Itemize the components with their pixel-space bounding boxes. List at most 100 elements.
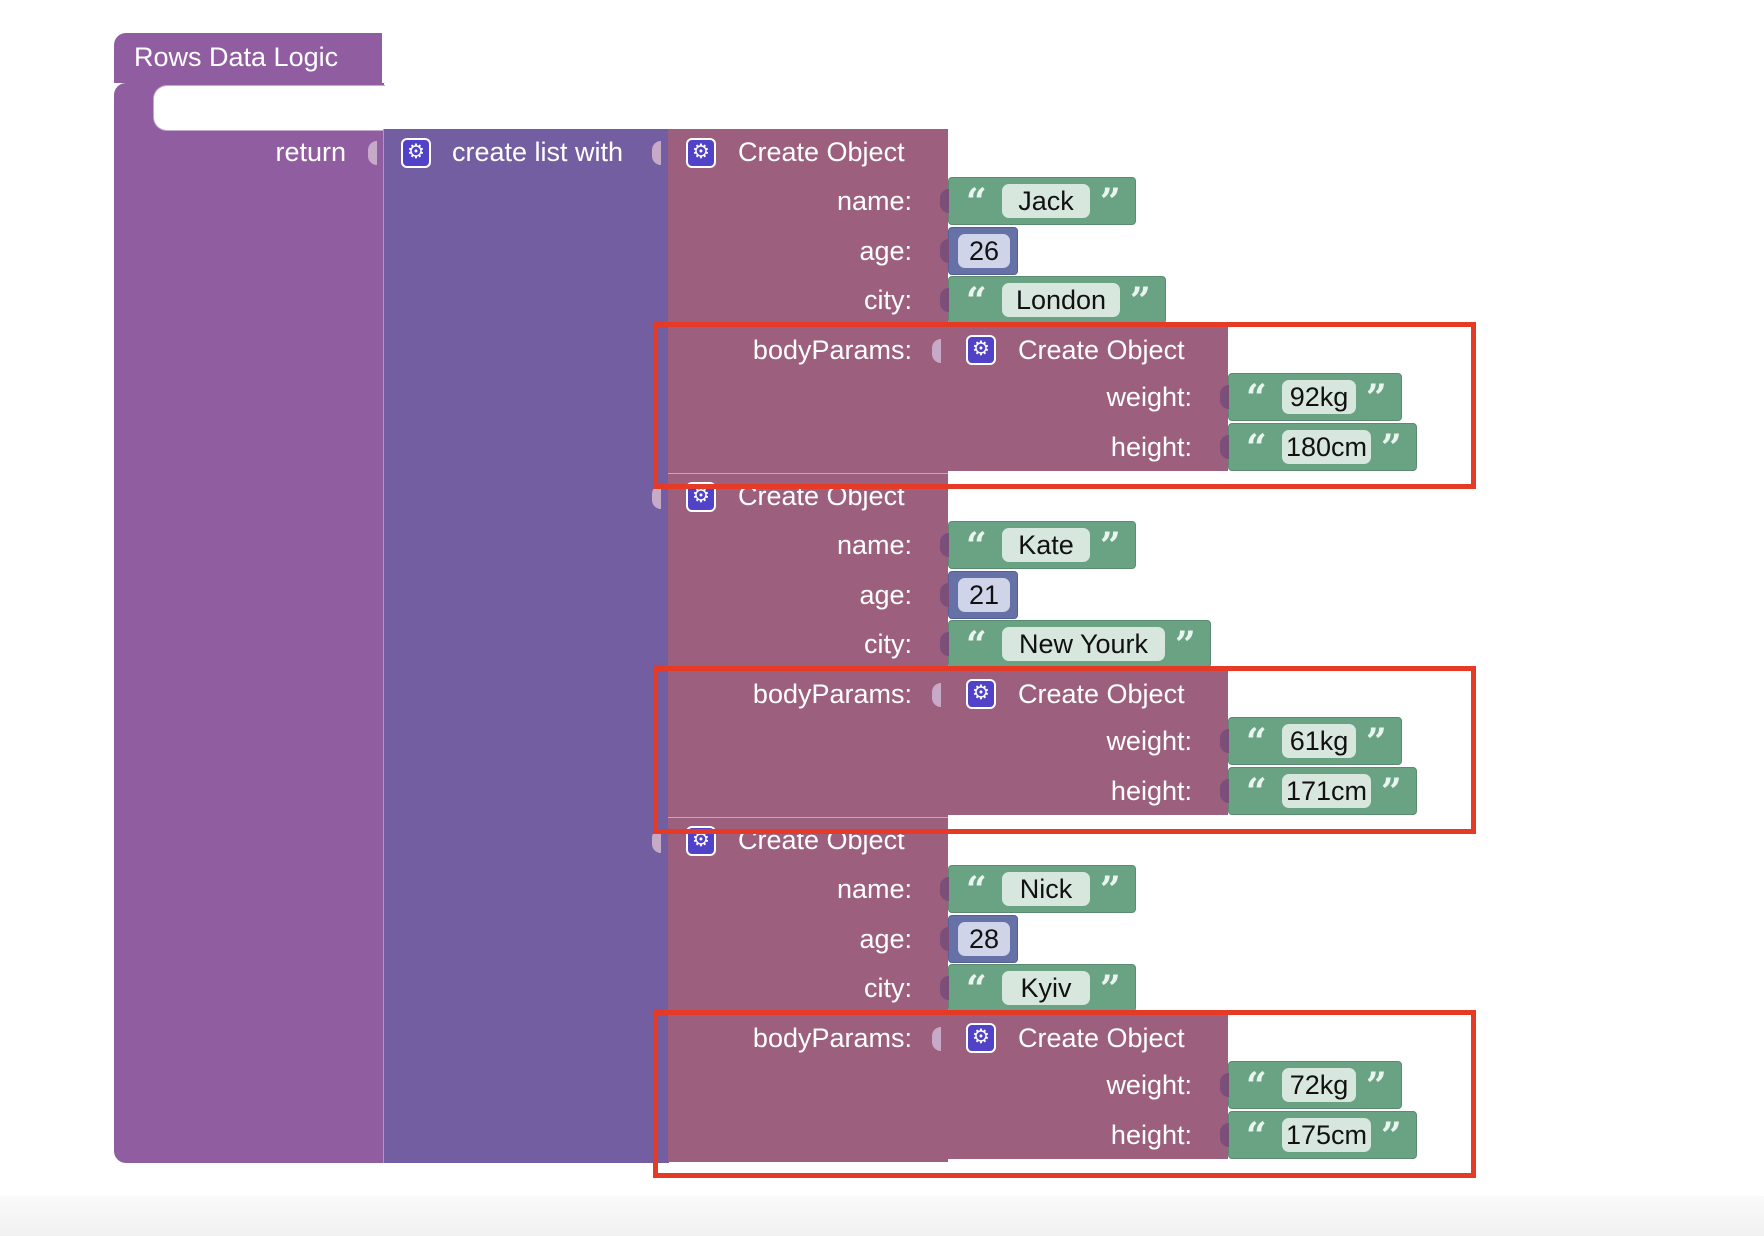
object-2-height-text-close-quote-icon: ” bbox=[1381, 771, 1402, 813]
gear-icon[interactable]: ⚙ bbox=[966, 335, 996, 365]
object-1-weight-text-notch bbox=[1220, 385, 1229, 409]
return-label: return bbox=[275, 137, 346, 167]
object-2-body-header: Create Object bbox=[1018, 679, 1185, 709]
object-2-name-label: name: bbox=[836, 530, 912, 560]
object-2-name-text-notch bbox=[940, 533, 949, 557]
gear-icon[interactable]: ⚙ bbox=[966, 1023, 996, 1053]
object-1-age-number-field[interactable]: 26 bbox=[958, 234, 1010, 268]
object-3-create-object-block[interactable] bbox=[668, 817, 948, 1162]
object-2-weight-text-close-quote-icon: ” bbox=[1366, 721, 1387, 763]
object-1-height-text-open-quote-icon: “ bbox=[1246, 427, 1267, 469]
object-2-height-text-field[interactable]: 171cm bbox=[1282, 774, 1371, 808]
object-3-weight-text-open-quote-icon: “ bbox=[1246, 1065, 1267, 1107]
object-2-city-text-field[interactable]: New Yourk bbox=[1002, 627, 1165, 661]
object-3-body-params-notch bbox=[932, 1027, 941, 1051]
object-1-city-text-close-quote-icon: ” bbox=[1130, 280, 1151, 322]
object-1-body-header: Create Object bbox=[1018, 335, 1185, 365]
object-2-list-input-notch bbox=[652, 485, 661, 509]
object-1-header: Create Object bbox=[738, 137, 905, 167]
object-2-name-text-field[interactable]: Kate bbox=[1002, 528, 1090, 562]
object-2-body-params-notch bbox=[932, 683, 941, 707]
object-1-name-label: name: bbox=[836, 186, 912, 216]
object-1-weight-label: weight: bbox=[1106, 382, 1192, 412]
function-statement-slot[interactable] bbox=[153, 85, 385, 131]
object-1-city-text-open-quote-icon: “ bbox=[966, 280, 987, 322]
object-1-height-text-notch bbox=[1220, 435, 1229, 459]
object-1-height-label: height: bbox=[1110, 432, 1192, 462]
object-3-city-text-close-quote-icon: ” bbox=[1100, 968, 1121, 1010]
object-3-height-text-close-quote-icon: ” bbox=[1381, 1115, 1402, 1157]
object-1-age-label: age: bbox=[859, 236, 912, 266]
object-3-weight-text-field[interactable]: 72kg bbox=[1282, 1068, 1356, 1102]
object-1-age-number-notch bbox=[940, 239, 949, 263]
object-3-age-number-notch bbox=[940, 927, 949, 951]
object-1-city-text-field[interactable]: London bbox=[1002, 283, 1120, 317]
object-3-name-text-open-quote-icon: “ bbox=[966, 869, 987, 911]
object-2-height-text-open-quote-icon: “ bbox=[1246, 771, 1267, 813]
object-3-body-header: Create Object bbox=[1018, 1023, 1185, 1053]
object-3-age-number-field[interactable]: 28 bbox=[958, 922, 1010, 956]
canvas-bottom-strip bbox=[0, 1196, 1764, 1236]
function-block[interactable] bbox=[114, 83, 384, 1163]
object-3-height-label: height: bbox=[1110, 1120, 1192, 1150]
object-1-weight-text-open-quote-icon: “ bbox=[1246, 377, 1267, 419]
return-input-notch bbox=[368, 141, 377, 165]
object-3-city-text-notch bbox=[940, 976, 949, 1000]
object-3-height-text-open-quote-icon: “ bbox=[1246, 1115, 1267, 1157]
object-3-list-input-notch bbox=[652, 829, 661, 853]
function-block-header[interactable] bbox=[114, 33, 382, 83]
object-2-city-text-notch bbox=[940, 632, 949, 656]
gear-icon[interactable]: ⚙ bbox=[686, 138, 716, 168]
object-3-height-text-notch bbox=[1220, 1123, 1229, 1147]
object-2-city-label: city: bbox=[863, 629, 912, 659]
object-3-weight-text-close-quote-icon: ” bbox=[1366, 1065, 1387, 1107]
object-2-height-text-notch bbox=[1220, 779, 1229, 803]
object-2-name-text-open-quote-icon: “ bbox=[966, 525, 987, 567]
gear-icon[interactable]: ⚙ bbox=[401, 138, 431, 168]
object-2-weight-text-field[interactable]: 61kg bbox=[1282, 724, 1356, 758]
object-2-age-number-notch bbox=[940, 583, 949, 607]
object-1-list-input-notch bbox=[652, 141, 661, 165]
object-1-name-text-field[interactable]: Jack bbox=[1002, 184, 1090, 218]
object-3-city-text-field[interactable]: Kyiv bbox=[1002, 971, 1090, 1005]
object-2-weight-text-notch bbox=[1220, 729, 1229, 753]
object-1-name-text-close-quote-icon: ” bbox=[1100, 181, 1121, 223]
object-1-height-text-field[interactable]: 180cm bbox=[1282, 430, 1371, 464]
object-3-age-label: age: bbox=[859, 924, 912, 954]
object-2-age-number-field[interactable]: 21 bbox=[958, 578, 1010, 612]
object-1-city-text-notch bbox=[940, 288, 949, 312]
object-1-name-text-open-quote-icon: “ bbox=[966, 181, 987, 223]
object-2-age-label: age: bbox=[859, 580, 912, 610]
highlight-frame-body-params-3 bbox=[653, 1010, 1476, 1178]
object-3-body-params-label: bodyParams: bbox=[752, 1023, 912, 1053]
highlight-frame-body-params-2 bbox=[653, 666, 1476, 834]
object-2-city-text-open-quote-icon: “ bbox=[966, 624, 987, 666]
object-2-height-label: height: bbox=[1110, 776, 1192, 806]
function-title[interactable]: Rows Data Logic bbox=[134, 42, 339, 72]
object-3-height-text-field[interactable]: 175cm bbox=[1282, 1118, 1371, 1152]
object-3-name-text-field[interactable]: Nick bbox=[1002, 872, 1090, 906]
object-3-name-text-close-quote-icon: ” bbox=[1100, 869, 1121, 911]
object-2-create-object-block[interactable] bbox=[668, 473, 948, 818]
object-1-body-params-label: bodyParams: bbox=[752, 335, 912, 365]
object-2-weight-text-open-quote-icon: “ bbox=[1246, 721, 1267, 763]
object-2-city-text-close-quote-icon: ” bbox=[1175, 624, 1196, 666]
object-3-name-text-notch bbox=[940, 877, 949, 901]
create-list-label: create list with bbox=[452, 137, 624, 167]
object-1-weight-text-close-quote-icon: ” bbox=[1366, 377, 1387, 419]
object-2-body-params-label: bodyParams: bbox=[752, 679, 912, 709]
object-1-create-object-block[interactable] bbox=[668, 129, 948, 473]
object-2-name-text-close-quote-icon: ” bbox=[1100, 525, 1121, 567]
object-3-name-label: name: bbox=[836, 874, 912, 904]
object-1-name-text-notch bbox=[940, 189, 949, 213]
object-3-weight-label: weight: bbox=[1106, 1070, 1192, 1100]
highlight-frame-body-params-1 bbox=[653, 322, 1476, 489]
gear-icon[interactable]: ⚙ bbox=[966, 679, 996, 709]
create-list-block[interactable] bbox=[383, 129, 669, 1163]
object-2-weight-label: weight: bbox=[1106, 726, 1192, 756]
object-1-height-text-close-quote-icon: ” bbox=[1381, 427, 1402, 469]
object-1-body-params-notch bbox=[932, 339, 941, 363]
object-1-weight-text-field[interactable]: 92kg bbox=[1282, 380, 1356, 414]
object-3-city-text-open-quote-icon: “ bbox=[966, 968, 987, 1010]
object-3-weight-text-notch bbox=[1220, 1073, 1229, 1097]
